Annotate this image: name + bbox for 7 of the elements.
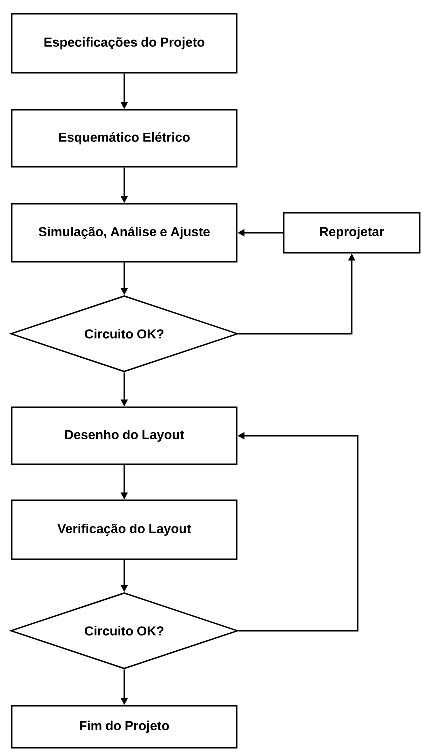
process-box: Verificação do Layout bbox=[11, 500, 238, 560]
process-box: Esquemático Elétrico bbox=[11, 109, 238, 168]
process-box: Reprojetar bbox=[283, 212, 421, 254]
process-box: Simulação, Análise e Ajuste bbox=[11, 203, 238, 263]
process-box: Fim do Projeto bbox=[11, 705, 238, 749]
process-box: Desenho do Layout bbox=[11, 406, 238, 466]
process-box: Especificações do Projeto bbox=[11, 13, 238, 74]
